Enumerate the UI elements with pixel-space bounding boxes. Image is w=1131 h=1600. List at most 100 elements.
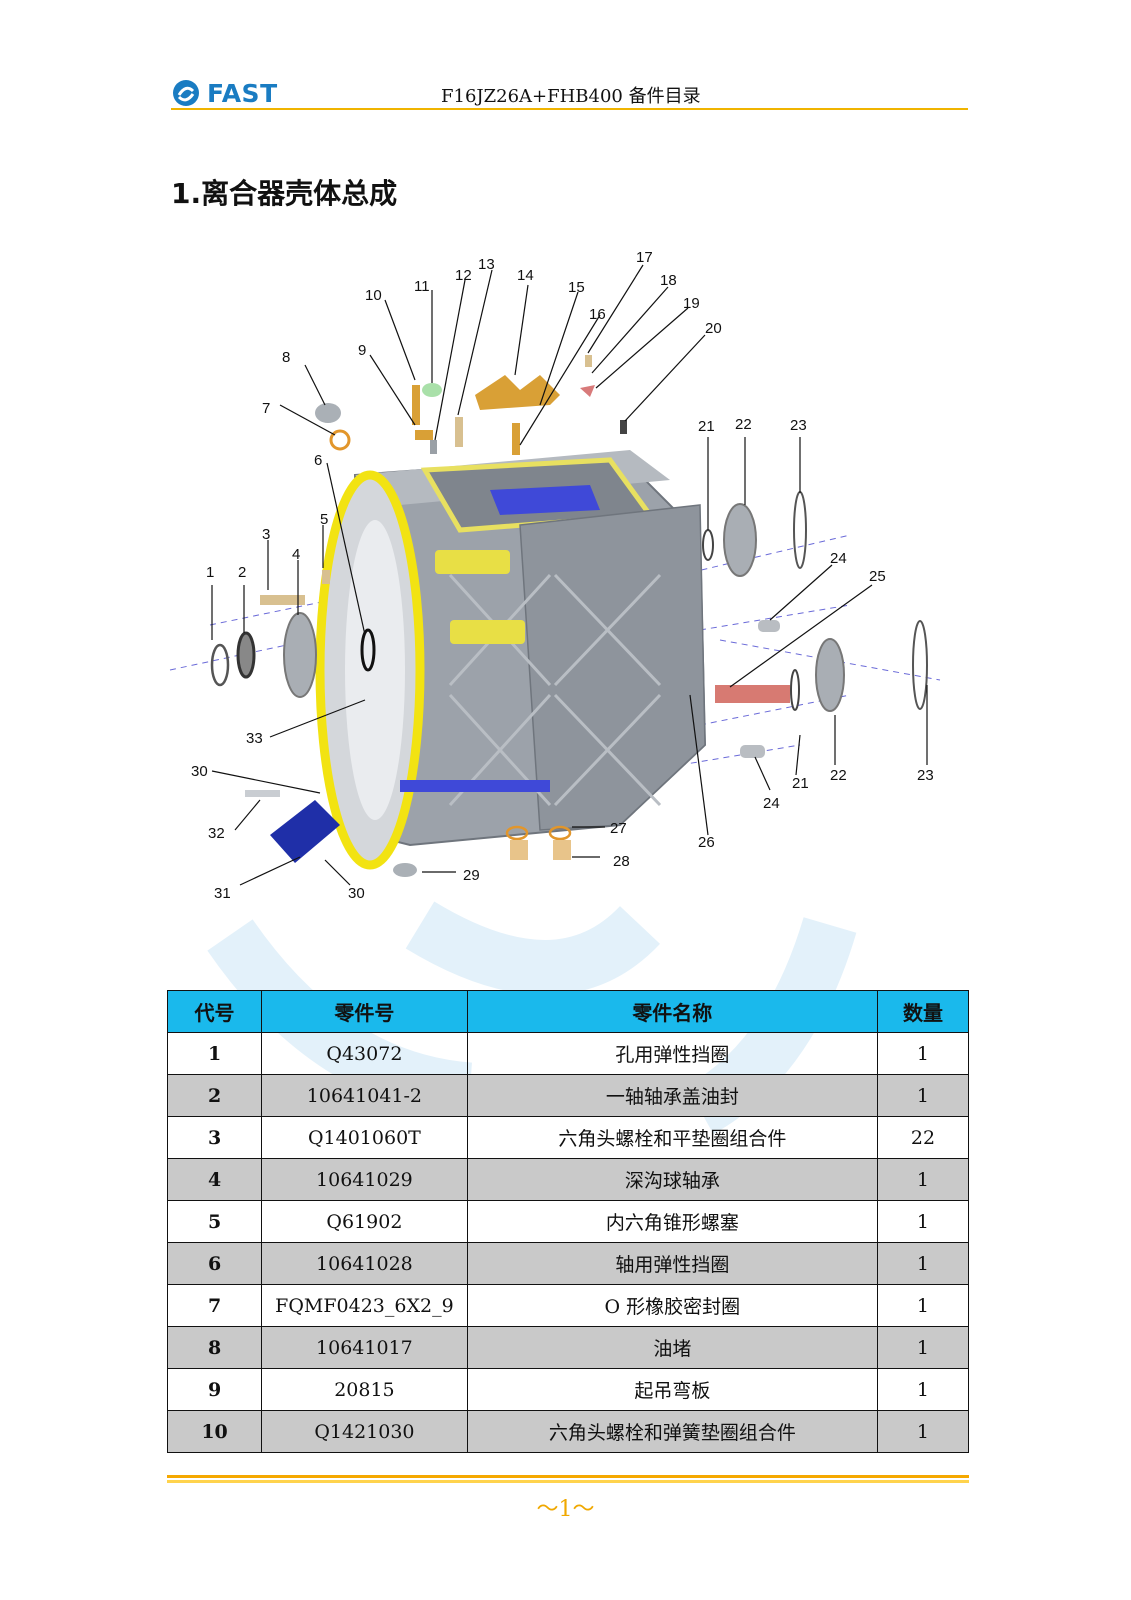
- header-part-no: 零件号: [261, 990, 468, 1033]
- cell-code: 5: [166, 1200, 263, 1243]
- callout-30a: 30: [191, 763, 208, 780]
- parts-table: 代号 零件号 零件名称 数量 1 Q43072 孔用弹性挡圈 1 2 10641…: [166, 990, 970, 1453]
- cell-quantity: 1: [876, 1368, 970, 1411]
- callout-16: 16: [589, 306, 606, 323]
- page-header: FAST F16JZ26A+FHB400 备件目录: [171, 76, 968, 110]
- diagram-svg: 1 2 3 4 5 6 7 8 9 10 11 12 13 14 15 16 1…: [169, 249, 941, 902]
- leader-lines: [211, 264, 928, 886]
- cell-part-no: Q43072: [261, 1032, 468, 1075]
- header-rule: [171, 108, 968, 110]
- cell-code: 3: [166, 1116, 263, 1159]
- callout-4: 4: [292, 546, 300, 563]
- table-row: 8 10641017 油堵 1: [166, 1326, 970, 1369]
- cell-part-no: 20815: [261, 1368, 468, 1411]
- cell-quantity: 1: [876, 1200, 970, 1243]
- callout-21a: 21: [698, 418, 715, 435]
- cell-code: 1: [166, 1032, 263, 1075]
- table-row: 1 Q43072 孔用弹性挡圈 1: [166, 1032, 970, 1075]
- callout-14: 14: [517, 267, 534, 284]
- cell-code: 4: [166, 1158, 263, 1201]
- callout-25: 25: [869, 568, 886, 585]
- callout-9: 9: [358, 342, 366, 359]
- cell-part-no: FQMF0423_6X2_9: [261, 1284, 468, 1327]
- callout-3: 3: [262, 526, 270, 543]
- callout-23a: 23: [790, 417, 807, 434]
- cell-quantity: 1: [876, 1284, 970, 1327]
- table-row: 10 Q1421030 六角头螺栓和弹簧垫圈组合件 1: [166, 1410, 970, 1453]
- table-row: 3 Q1401060T 六角头螺栓和平垫圈组合件 22: [166, 1116, 970, 1159]
- cell-code: 6: [166, 1242, 263, 1285]
- table-row: 7 FQMF0423_6X2_9 O 形橡胶密封圈 1: [166, 1284, 970, 1327]
- footer-rule: [167, 1475, 969, 1478]
- callout-27: 27: [610, 820, 627, 837]
- cell-part-no: 10641017: [261, 1326, 468, 1369]
- callout-13: 13: [478, 256, 495, 273]
- callout-7: 7: [262, 400, 270, 417]
- callout-1: 1: [206, 564, 214, 581]
- cell-code: 2: [166, 1074, 263, 1117]
- page-number: ～1～: [536, 1497, 595, 1522]
- callout-22b: 22: [830, 767, 847, 784]
- cell-code: 9: [166, 1368, 263, 1411]
- cell-part-name: 一轴轴承盖油封: [466, 1074, 878, 1117]
- cell-part-name: 内六角锥形螺塞: [466, 1200, 878, 1243]
- fast-logo-icon: [173, 80, 199, 106]
- callout-6: 6: [314, 452, 322, 469]
- section-title: 1.离合器壳体总成: [171, 177, 398, 210]
- cell-part-no: 10641029: [261, 1158, 468, 1201]
- cell-quantity: 22: [876, 1116, 970, 1159]
- cell-part-name: O 形橡胶密封圈: [466, 1284, 878, 1327]
- cell-part-no: 10641028: [261, 1242, 468, 1285]
- callout-20: 20: [705, 320, 722, 337]
- callout-5: 5: [320, 511, 328, 528]
- clutch-housing: [315, 450, 707, 870]
- callout-labels: 1 2 3 4 5 6 7 8 9 10 11 12 13 14 15 16 1…: [191, 249, 934, 902]
- callout-10: 10: [365, 287, 382, 304]
- cell-code: 7: [166, 1284, 263, 1327]
- cell-part-name: 六角头螺栓和弹簧垫圈组合件: [466, 1410, 878, 1453]
- callout-18: 18: [660, 272, 677, 289]
- cell-code: 10: [166, 1410, 263, 1453]
- cell-quantity: 1: [876, 1410, 970, 1453]
- header-part-name: 零件名称: [466, 990, 878, 1033]
- cell-quantity: 1: [876, 1074, 970, 1117]
- callout-33: 33: [246, 730, 263, 747]
- cell-quantity: 1: [876, 1326, 970, 1369]
- callout-31: 31: [214, 885, 231, 902]
- callout-22a: 22: [735, 416, 752, 433]
- cell-part-no: 10641041-2: [261, 1074, 468, 1117]
- header-code: 代号: [166, 990, 263, 1033]
- cell-quantity: 1: [876, 1158, 970, 1201]
- fast-logo: FAST: [171, 78, 278, 108]
- cell-part-name: 起吊弯板: [466, 1368, 878, 1411]
- callout-24a: 24: [830, 550, 847, 567]
- footer-rule-light: [167, 1480, 969, 1483]
- logo-text: FAST: [207, 78, 278, 108]
- callout-12: 12: [455, 267, 472, 284]
- cell-code: 8: [166, 1326, 263, 1369]
- callout-29: 29: [463, 867, 480, 884]
- table-row: 6 10641028 轴用弹性挡圈 1: [166, 1242, 970, 1285]
- document-title: F16JZ26A+FHB400 备件目录: [441, 86, 701, 107]
- callout-15: 15: [568, 279, 585, 296]
- cell-part-no: Q61902: [261, 1200, 468, 1243]
- table-header-row: 代号 零件号 零件名称 数量: [166, 990, 970, 1033]
- callout-26: 26: [698, 834, 715, 851]
- callout-8: 8: [282, 349, 290, 366]
- header-quantity: 数量: [876, 990, 970, 1033]
- table-row: 5 Q61902 内六角锥形螺塞 1: [166, 1200, 970, 1243]
- callout-30b: 30: [348, 885, 365, 902]
- cell-part-name: 深沟球轴承: [466, 1158, 878, 1201]
- table-row: 9 20815 起吊弯板 1: [166, 1368, 970, 1411]
- cell-part-no: Q1401060T: [261, 1116, 468, 1159]
- table-row: 4 10641029 深沟球轴承 1: [166, 1158, 970, 1201]
- callout-19: 19: [683, 295, 700, 312]
- cell-part-no: Q1421030: [261, 1410, 468, 1453]
- callout-17: 17: [636, 249, 653, 266]
- callout-2: 2: [238, 564, 246, 581]
- cell-part-name: 油堵: [466, 1326, 878, 1369]
- cell-part-name: 六角头螺栓和平垫圈组合件: [466, 1116, 878, 1159]
- cell-quantity: 1: [876, 1032, 970, 1075]
- callout-11: 11: [414, 278, 430, 295]
- cell-part-name: 孔用弹性挡圈: [466, 1032, 878, 1075]
